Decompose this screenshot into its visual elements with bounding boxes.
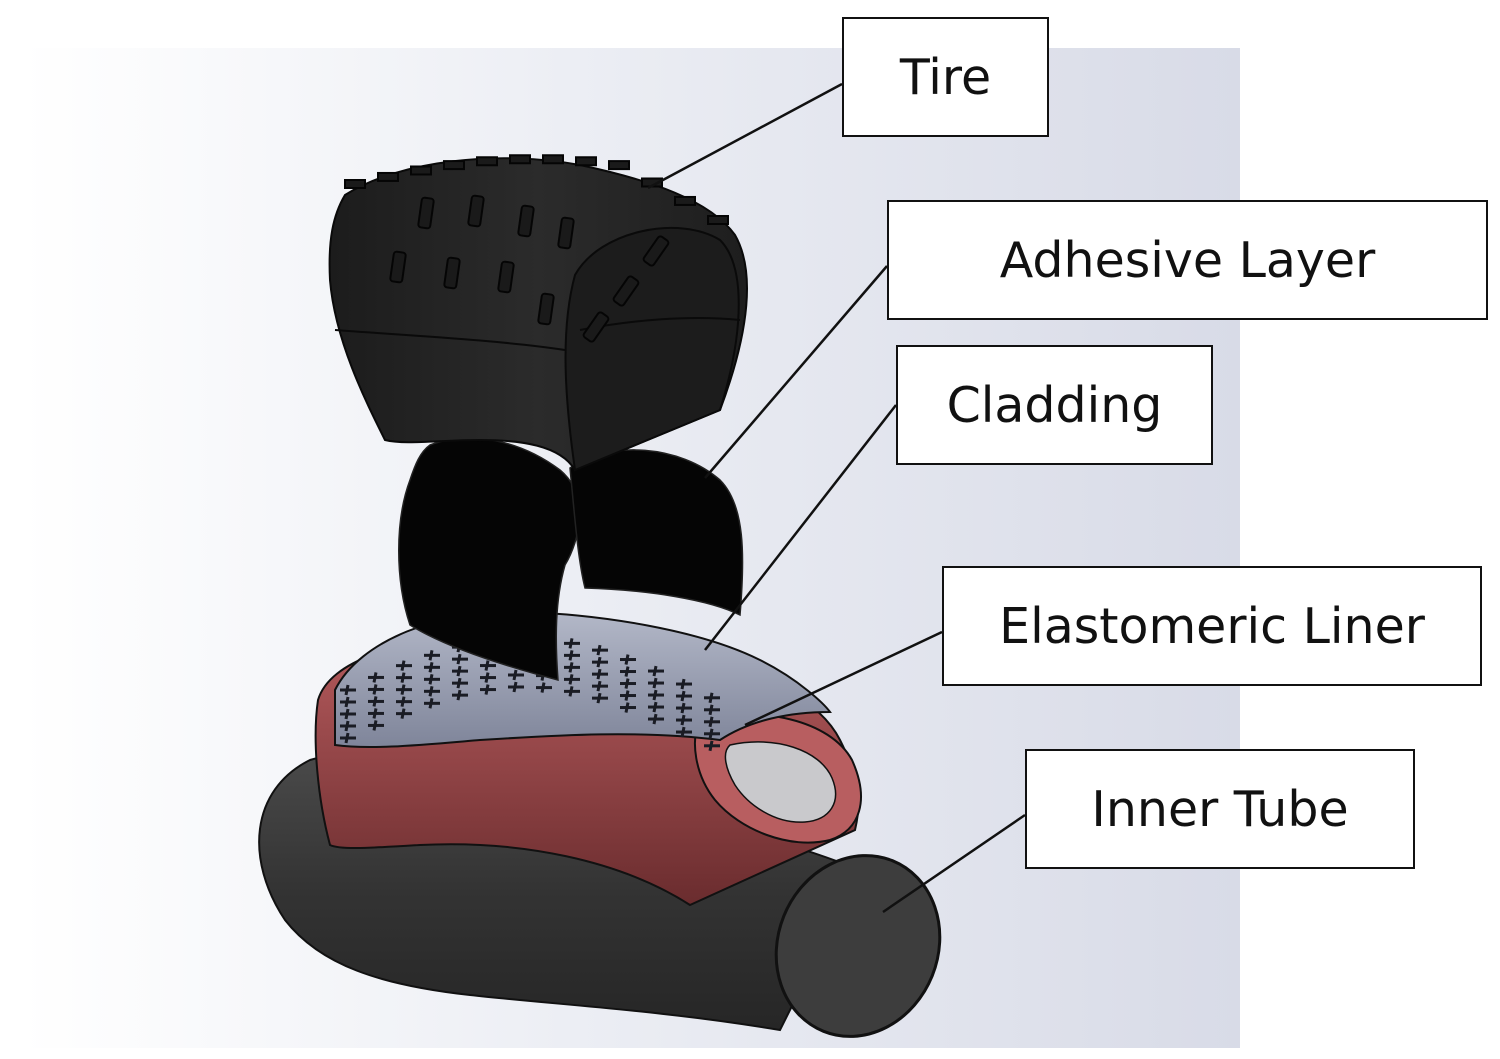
tire-edge-knob bbox=[443, 160, 465, 171]
tire-tread-block bbox=[557, 216, 575, 250]
elastomeric-liner-leader-line bbox=[744, 630, 943, 727]
cladding-label-box: Cladding bbox=[896, 345, 1213, 465]
tire-part bbox=[328, 154, 748, 472]
inner-tube-label-box: Inner Tube bbox=[1025, 749, 1415, 869]
inner-tube-leader-line bbox=[882, 813, 1026, 914]
adhesive-layer-part bbox=[398, 437, 744, 681]
tire-edge-knob bbox=[674, 195, 696, 206]
tire-tread-block bbox=[642, 235, 670, 267]
tire-label-box: Tire bbox=[842, 17, 1049, 137]
tire-tread-blocks bbox=[344, 154, 729, 343]
cladding-cross-pattern bbox=[340, 633, 720, 752]
cladding-part bbox=[334, 610, 832, 752]
adhesive-layer-label: Adhesive Layer bbox=[999, 231, 1376, 289]
cladding-leader-line bbox=[704, 404, 897, 651]
tire-edge-knob bbox=[344, 179, 366, 189]
adhesive-layer-left-sheet bbox=[398, 437, 581, 681]
tire-tread-block bbox=[497, 260, 515, 294]
adhesive-layer-label-box: Adhesive Layer bbox=[887, 200, 1488, 320]
tire-tread-block bbox=[612, 275, 640, 307]
tire-edge-knob bbox=[707, 215, 729, 225]
tire-tread-block bbox=[517, 204, 535, 238]
tire-label: Tire bbox=[899, 48, 992, 106]
tire-edge-knob bbox=[608, 160, 630, 171]
tire-edge-knob bbox=[509, 154, 531, 165]
tire-tread-block bbox=[389, 250, 407, 284]
tire-inner-wall bbox=[564, 227, 740, 472]
tire-tread-block bbox=[467, 194, 485, 228]
adhesive-layer-right-sheet bbox=[569, 449, 744, 617]
elastomeric-liner-label-box: Elastomeric Liner bbox=[942, 566, 1482, 686]
tire-tread-block bbox=[417, 196, 435, 230]
tire-edge-knob bbox=[410, 165, 432, 176]
tire-leader-line bbox=[647, 82, 843, 190]
tire-edge-knob bbox=[575, 156, 597, 167]
inner-tube-label: Inner Tube bbox=[1091, 780, 1349, 838]
elastomeric-liner-inner-ring bbox=[724, 741, 837, 823]
adhesive-layer-leader-line bbox=[704, 265, 888, 479]
elastomeric-liner-label: Elastomeric Liner bbox=[999, 597, 1425, 655]
cladding-label: Cladding bbox=[946, 376, 1163, 434]
tire-seam-line bbox=[334, 329, 566, 351]
tire-edge-knob bbox=[542, 154, 564, 165]
tire-tread-block bbox=[582, 311, 610, 343]
tire-edge-knob bbox=[377, 171, 399, 182]
leader-lines bbox=[647, 82, 1026, 914]
tire-tread-block bbox=[443, 256, 461, 290]
tire-tread-block bbox=[537, 292, 555, 326]
tire-edge-knob bbox=[476, 156, 498, 167]
